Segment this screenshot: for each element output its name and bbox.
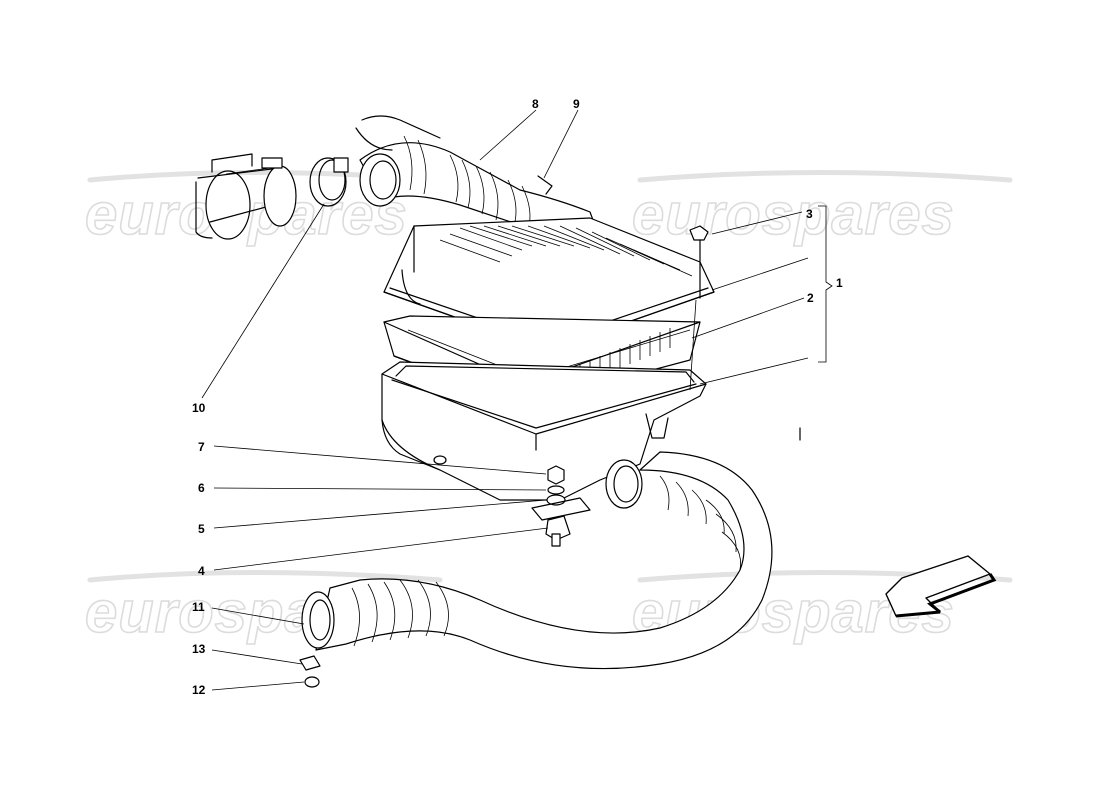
callout-8: 8 [532, 97, 539, 111]
callout-13: 13 [192, 642, 206, 656]
callout-7: 7 [198, 440, 205, 454]
direction-arrow-icon [885, 555, 997, 618]
air-intake-duct [355, 115, 597, 234]
bracket-1 [818, 205, 833, 363]
mount-fasteners [299, 225, 709, 688]
callout-9: 9 [573, 97, 580, 111]
callout-2: 2 [807, 291, 814, 305]
callout-1: 1 [836, 276, 843, 290]
leader-lines [201, 109, 809, 691]
air-flow-meter [195, 153, 297, 240]
callout-6: 6 [198, 481, 205, 495]
callout-4: 4 [198, 564, 205, 578]
callout-10: 10 [192, 401, 206, 415]
callout-3: 3 [806, 207, 813, 221]
callout-11: 11 [192, 600, 205, 614]
callout-labels: 8 9 3 1 2 10 7 6 5 4 11 13 12 [192, 97, 843, 697]
air-outlet-hose [301, 451, 773, 670]
callout-5: 5 [198, 522, 205, 536]
hose-clamp-upper [309, 157, 349, 207]
callout-12: 12 [192, 683, 206, 697]
